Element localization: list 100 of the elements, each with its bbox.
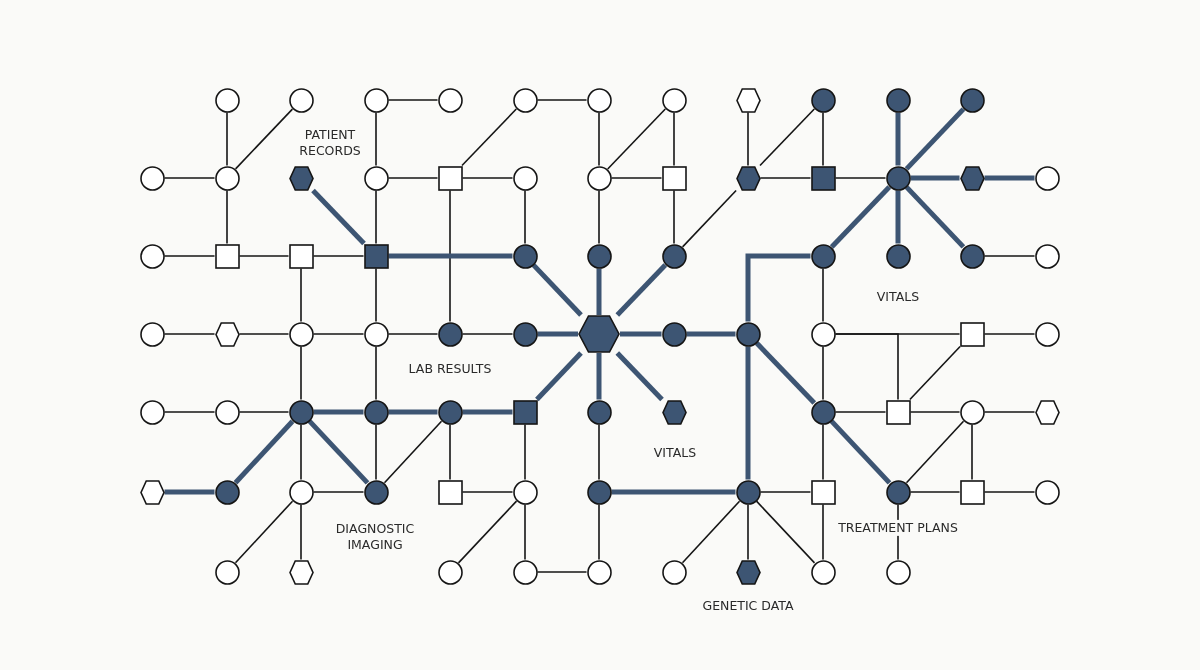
connector-line	[904, 185, 966, 249]
connector-line	[536, 571, 588, 573]
connector-line	[313, 409, 364, 415]
network-node-circle	[437, 399, 463, 425]
connector-line	[759, 108, 816, 167]
connector-line	[759, 177, 812, 179]
network-node-hexagon	[661, 399, 687, 425]
network-node-circle	[363, 479, 389, 505]
connector-line	[524, 423, 526, 481]
connector-line	[312, 255, 365, 257]
connector-line	[537, 331, 578, 337]
network-node-circle	[288, 87, 314, 113]
network-node-circle	[810, 243, 836, 269]
network-node-circle	[959, 243, 985, 269]
connector-line	[983, 255, 1036, 257]
network-node-circle	[885, 243, 911, 269]
network-node-circle	[661, 87, 687, 113]
network-node-square	[288, 243, 314, 269]
connector-line	[163, 411, 216, 413]
connector-line	[598, 423, 600, 481]
connector-line	[238, 333, 290, 335]
network-node-circle	[437, 321, 463, 347]
connector-line	[164, 489, 215, 495]
connector-line	[834, 177, 887, 179]
network-node-circle	[586, 479, 612, 505]
connector-line	[461, 491, 514, 493]
network-node-circle	[214, 165, 240, 191]
network-node-hexagon	[578, 315, 620, 353]
network-node-square	[363, 243, 389, 269]
network-node-circle	[214, 479, 240, 505]
network-node-hexagon	[735, 559, 761, 585]
network-node-circle	[661, 321, 687, 347]
connector-line	[300, 423, 302, 481]
network-node-square	[885, 399, 911, 425]
connector-line	[596, 268, 602, 315]
network-node-circle	[437, 559, 463, 585]
connector-line	[611, 489, 736, 495]
connector-line	[745, 346, 751, 480]
connector-line	[234, 108, 294, 170]
network-node-circle	[512, 87, 538, 113]
connector-line	[681, 189, 737, 248]
connector-line	[387, 177, 439, 179]
network-node-circle	[586, 559, 612, 585]
network-node-square	[661, 165, 687, 191]
network-node-circle	[214, 399, 240, 425]
network-node-circle	[512, 479, 538, 505]
connector-line	[755, 500, 816, 564]
network-node-circle	[139, 243, 165, 269]
network-node-circle	[214, 559, 240, 585]
connector-line	[681, 500, 741, 564]
connector-line	[904, 107, 966, 171]
network-node-circle	[885, 559, 911, 585]
connector-line	[226, 189, 228, 245]
connector-line	[747, 111, 749, 167]
connector-line	[745, 253, 811, 322]
network-node-circle	[1034, 321, 1060, 347]
network-node-circle	[661, 243, 687, 269]
network-node-circle	[363, 321, 389, 347]
network-node-circle	[959, 87, 985, 113]
network-node-square	[810, 479, 836, 505]
network-node-circle	[214, 87, 240, 113]
connector-line	[822, 267, 824, 323]
connector-line	[388, 253, 513, 259]
connector-line	[620, 331, 662, 337]
connector-line	[910, 175, 960, 181]
network-node-circle	[1034, 243, 1060, 269]
network-node-circle	[810, 399, 836, 425]
connector-line	[388, 409, 438, 415]
connector-line	[598, 111, 600, 167]
connector-line	[834, 411, 887, 413]
connector-line	[163, 333, 216, 335]
connector-line	[829, 185, 892, 249]
network-node-square	[512, 399, 538, 425]
connector-line	[461, 177, 514, 179]
connector-line	[226, 111, 228, 167]
connector-line	[983, 411, 1036, 413]
connector-line	[686, 331, 736, 337]
network-node-circle	[512, 321, 538, 347]
network-node-square	[959, 479, 985, 505]
connector-line	[375, 111, 377, 167]
network-node-circle	[363, 165, 389, 191]
connector-line	[834, 333, 899, 401]
network-node-square	[437, 479, 463, 505]
network-node-hexagon	[288, 165, 314, 191]
network-node-circle	[586, 165, 612, 191]
connector-line	[449, 423, 451, 481]
connector-line	[383, 420, 443, 484]
network-node-circle	[885, 479, 911, 505]
connector-line	[909, 491, 961, 493]
connector-line	[387, 333, 439, 335]
network-node-circle	[586, 399, 612, 425]
connector-line	[822, 423, 824, 481]
connector-line	[375, 345, 377, 401]
network-node-circle	[810, 559, 836, 585]
connector-line	[895, 112, 901, 166]
network-node-circle	[735, 321, 761, 347]
connector-line	[754, 341, 817, 405]
network-node-circle	[1034, 479, 1060, 505]
connector-line	[535, 351, 583, 402]
connector-line	[531, 263, 583, 317]
